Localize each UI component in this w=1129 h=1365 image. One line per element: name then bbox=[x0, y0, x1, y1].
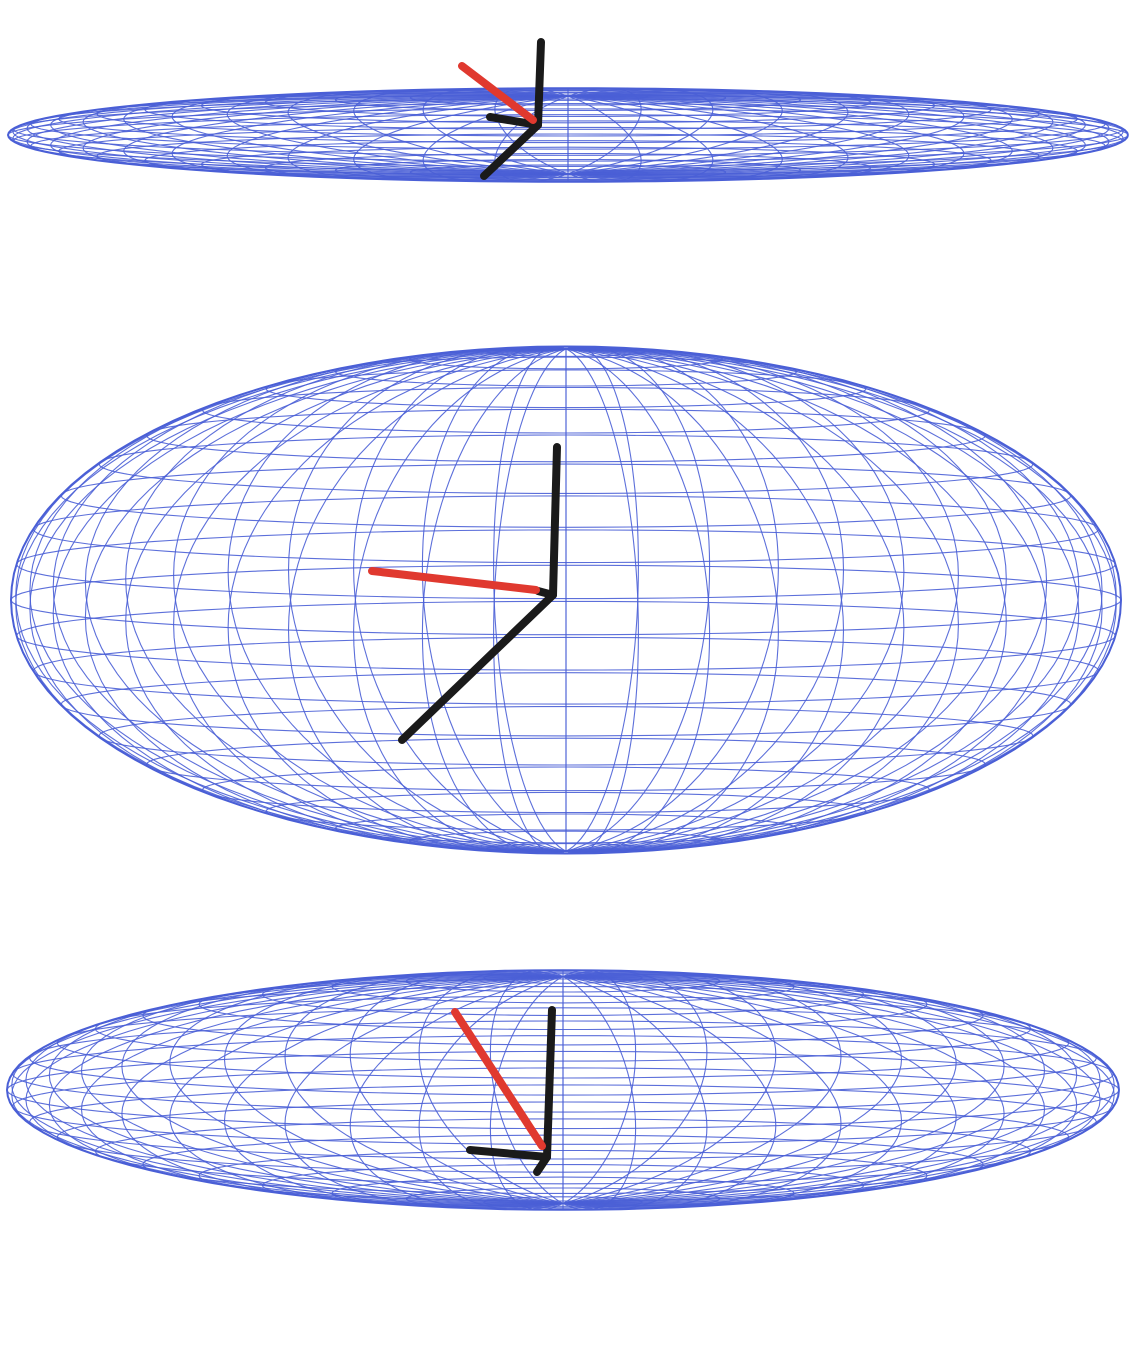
meridian-line bbox=[25, 975, 564, 1204]
meridian-line bbox=[418, 970, 564, 1204]
meridian-line bbox=[565, 348, 845, 854]
coordinate-axes bbox=[466, 1006, 556, 1176]
meridian-line bbox=[287, 346, 567, 852]
wireframe-mesh bbox=[10, 345, 1122, 855]
meridian-line bbox=[12, 95, 569, 175]
panel-thick-ellipsoid bbox=[9, 345, 1122, 855]
red-vector bbox=[368, 567, 540, 594]
axis-depth bbox=[480, 121, 542, 180]
meridian-line bbox=[50, 95, 569, 176]
meridian-line bbox=[26, 95, 569, 175]
meridian-line bbox=[567, 95, 1086, 176]
meridian-line bbox=[562, 976, 1115, 1205]
wireframe-mesh bbox=[6, 969, 1120, 1211]
axis-horizontal bbox=[486, 113, 542, 129]
meridian-line bbox=[565, 347, 1080, 852]
meridian-line bbox=[349, 970, 564, 1204]
meridian-line bbox=[123, 95, 569, 178]
meridian-line bbox=[565, 348, 1048, 853]
meridian-line bbox=[562, 969, 637, 1204]
meridian-line bbox=[421, 346, 567, 852]
meridian-line bbox=[567, 92, 1013, 175]
meridian-line bbox=[565, 346, 845, 852]
meridian-line bbox=[567, 93, 1054, 175]
meridian-line bbox=[29, 348, 567, 852]
panel-flat-ellipsoid bbox=[6, 38, 1129, 183]
ellipsoid-outline bbox=[6, 87, 1129, 183]
meridian-line bbox=[12, 95, 569, 175]
meridian-line bbox=[10, 348, 567, 852]
meridian-line bbox=[562, 975, 1101, 1204]
ellipsoid-outline bbox=[9, 345, 1122, 855]
meridian-line bbox=[493, 346, 567, 852]
meridian-line bbox=[565, 348, 1122, 852]
meridian-line bbox=[84, 347, 567, 852]
coordinate-axes bbox=[480, 38, 545, 180]
meridian-line bbox=[565, 348, 1103, 852]
meridian-line bbox=[11, 975, 564, 1204]
axis-vertical bbox=[549, 443, 561, 599]
axis-depth bbox=[533, 1153, 551, 1176]
meridian-line bbox=[125, 347, 567, 852]
meridian-line bbox=[11, 976, 564, 1205]
meridian-line bbox=[227, 346, 567, 852]
meridian-line bbox=[82, 93, 569, 175]
meridian-line bbox=[562, 976, 637, 1211]
meridian-line bbox=[567, 95, 1110, 175]
meridian-line bbox=[565, 348, 1103, 852]
meridian-line bbox=[565, 346, 779, 852]
meridian-line bbox=[29, 348, 567, 852]
axis-horizontal bbox=[466, 1146, 551, 1161]
red-vector bbox=[451, 1008, 546, 1150]
meridian-line bbox=[565, 347, 959, 852]
meridian-line bbox=[565, 347, 1007, 852]
meridian-line bbox=[353, 348, 567, 854]
panel-medium-ellipsoid bbox=[5, 969, 1120, 1211]
meridian-line bbox=[567, 95, 1124, 175]
meridian-line bbox=[418, 976, 564, 1210]
axis-depth bbox=[398, 591, 557, 744]
axis-vertical bbox=[543, 1006, 556, 1161]
meridian-line bbox=[82, 95, 569, 177]
meridian-line bbox=[567, 95, 1110, 175]
meridian-line bbox=[565, 348, 1080, 853]
meridian-line bbox=[52, 348, 567, 853]
meridian-line bbox=[565, 346, 639, 852]
meridian-line bbox=[52, 347, 567, 852]
meridian-line bbox=[562, 970, 708, 1204]
meridian-line bbox=[227, 348, 567, 854]
meridian-line bbox=[353, 346, 567, 852]
ellipsoid-outline bbox=[5, 969, 1120, 1211]
meridian-line bbox=[565, 348, 905, 854]
meridian-line bbox=[287, 348, 567, 854]
meridian-line bbox=[567, 95, 1054, 177]
meridian-line bbox=[489, 969, 564, 1204]
meridian-line bbox=[173, 347, 567, 852]
red-vector bbox=[458, 62, 537, 124]
meridian-line bbox=[562, 976, 708, 1210]
meridian-line bbox=[565, 348, 779, 854]
meridian-line bbox=[562, 975, 1115, 1204]
meridian-line bbox=[50, 94, 569, 175]
meridian-line bbox=[565, 346, 905, 852]
axis-vertical bbox=[534, 38, 545, 129]
meridian-line bbox=[562, 976, 842, 1209]
meridian-line bbox=[284, 971, 564, 1204]
meridian-line bbox=[565, 347, 1048, 852]
meridian-line bbox=[26, 95, 569, 175]
meridian-line bbox=[565, 346, 711, 852]
meridian-line bbox=[567, 95, 1124, 175]
coordinate-axes bbox=[398, 443, 561, 744]
meridian-line bbox=[567, 94, 1086, 175]
meridian-line bbox=[562, 976, 777, 1210]
